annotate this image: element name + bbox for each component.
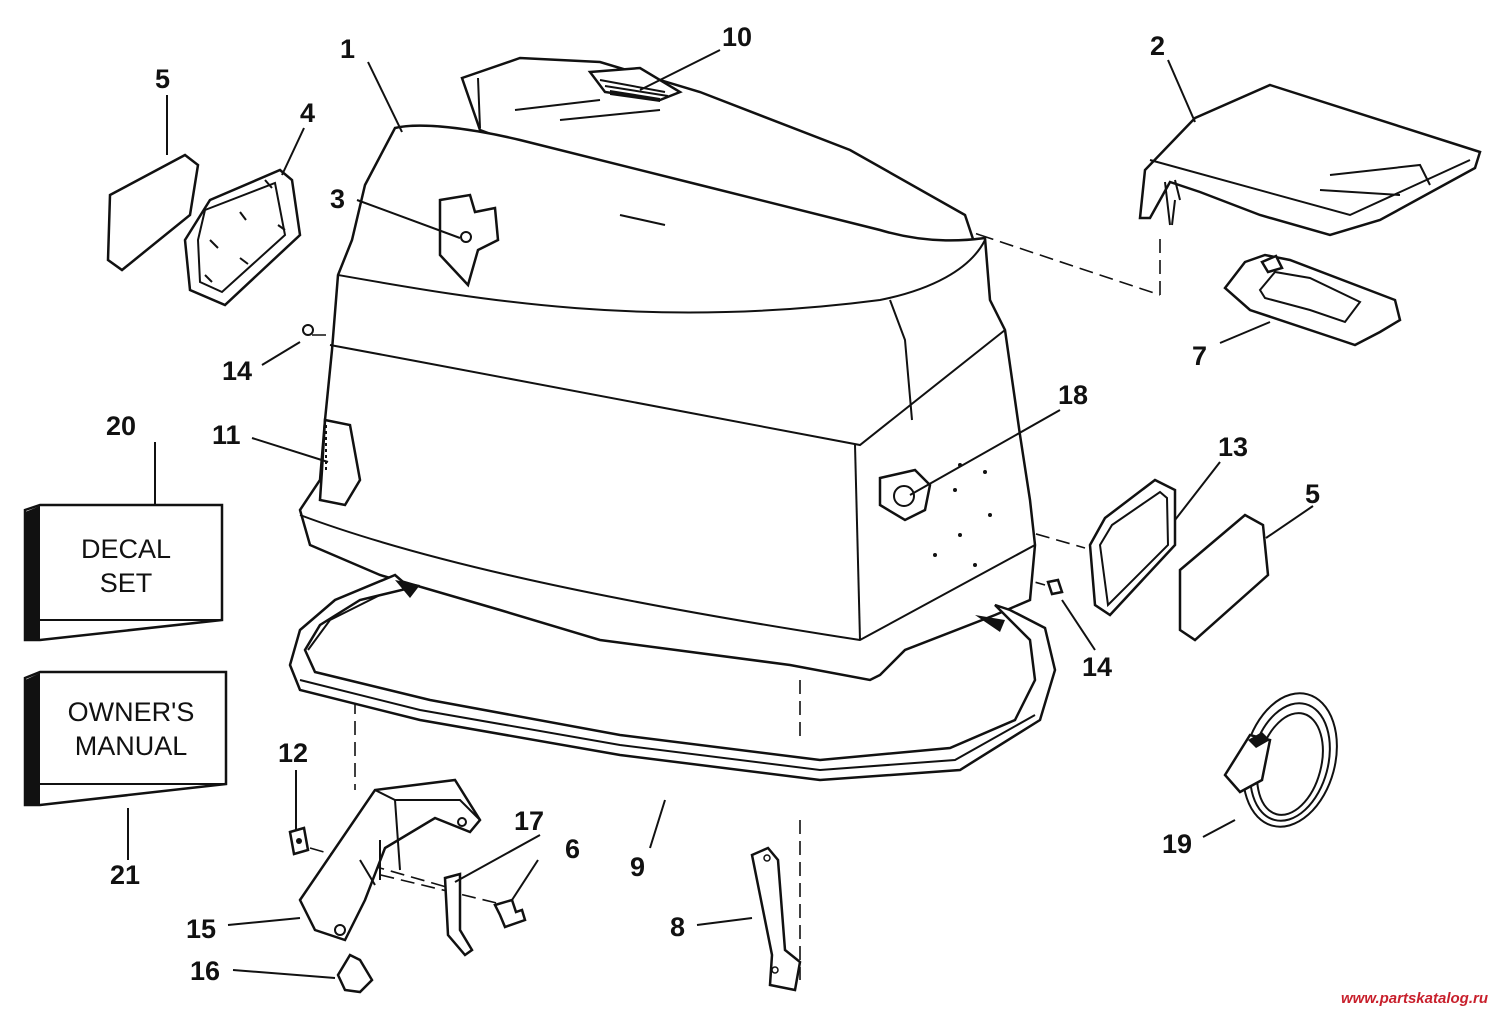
callout-13: 13 [1218, 432, 1248, 462]
owners-manual-line-2: MANUAL [75, 731, 188, 761]
callout-numbers: 1 2 3 4 5 5 6 7 8 9 10 11 12 13 14 14 15… [106, 22, 1320, 986]
leader-lines [127, 49, 1314, 979]
callout-17: 17 [514, 806, 544, 836]
top-cap [1138, 83, 1482, 237]
callout-20: 20 [106, 411, 136, 441]
callout-5-left: 5 [155, 64, 170, 94]
owners-manual-line-1: OWNER'S [68, 697, 195, 727]
clip [443, 872, 474, 957]
watermark: www.partskatalog.ru [1341, 990, 1488, 1007]
engine-cover [298, 56, 1037, 682]
coiled-lanyard [1223, 692, 1338, 828]
side-seal-cutaway [318, 418, 362, 507]
callout-1: 1 [340, 34, 355, 64]
nut [288, 826, 310, 856]
callout-12: 12 [278, 738, 308, 768]
callout-11: 11 [212, 420, 241, 450]
mount-bracket [298, 778, 482, 942]
callout-9: 9 [630, 852, 645, 882]
label-cutaway [438, 193, 500, 288]
callout-4: 4 [300, 98, 315, 128]
rubber-grommet [336, 953, 374, 994]
vent-grille [587, 66, 683, 102]
callout-6: 6 [565, 834, 580, 864]
callout-7: 7 [1192, 341, 1207, 371]
decal-pane-right [1178, 513, 1270, 642]
decal-set-line-2: SET [100, 568, 153, 598]
callout-14-left: 14 [222, 356, 252, 386]
callout-16: 16 [190, 956, 220, 986]
cover-seal [288, 573, 1057, 782]
callout-5-right: 5 [1305, 479, 1320, 509]
callout-19: 19 [1162, 829, 1192, 859]
callout-15: 15 [186, 914, 216, 944]
rivets [302, 324, 1064, 596]
callout-14-right: 14 [1082, 652, 1112, 682]
grommet-plate [878, 468, 932, 522]
callout-3: 3 [330, 184, 345, 214]
callout-10: 10 [722, 22, 752, 52]
screw-holes [933, 463, 992, 567]
side-frame [183, 168, 302, 307]
callout-18: 18 [1058, 380, 1088, 410]
callout-8: 8 [670, 912, 685, 942]
decal-pane-left [106, 153, 200, 272]
latch-strap [750, 846, 802, 992]
owners-manual-box [23, 670, 228, 807]
decal-set-line-1: DECAL [81, 534, 171, 564]
decal-set-box [23, 503, 224, 642]
callout-21: 21 [110, 860, 140, 890]
screw [493, 898, 527, 929]
callout-2: 2 [1150, 31, 1165, 61]
top-gasket [1223, 253, 1402, 347]
side-frame-right [1088, 478, 1177, 617]
